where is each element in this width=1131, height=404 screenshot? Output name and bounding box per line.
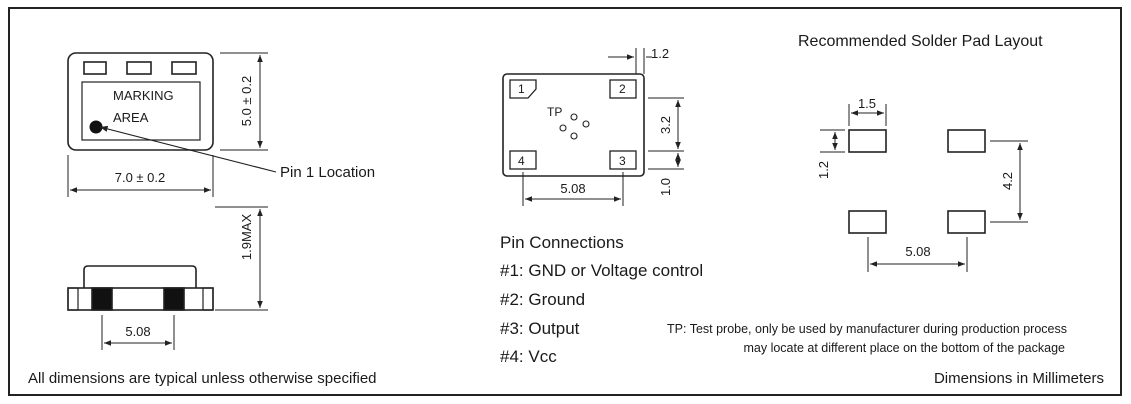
solder-pad-title: Recommended Solder Pad Layout [798, 33, 1043, 50]
tp-note-line-2: may locate at different place on the bot… [743, 341, 1065, 355]
top-pad-1 [83, 61, 107, 75]
height-dim-label: 5.0 ± 0.2 [239, 76, 254, 127]
pin1-location-label: Pin 1 Location [280, 164, 375, 181]
test-probe-point [559, 124, 567, 132]
side-terminal-right [163, 287, 185, 311]
side-base [67, 287, 214, 311]
drawing-frame [8, 7, 1122, 396]
pin-connection-item-2: #2: Ground [500, 290, 586, 309]
bottom-pad-3 [609, 150, 637, 170]
bottom-package-outline [502, 73, 645, 177]
solder-pad [947, 210, 986, 234]
pad-height-label: 1.0 [658, 178, 673, 196]
bottom-pad-4 [509, 150, 537, 170]
tp-label: TP [547, 105, 562, 119]
pin-number-3: 3 [619, 154, 626, 168]
pin-number-2: 2 [619, 82, 626, 96]
pad-h-label: 1.2 [816, 161, 831, 179]
pin-connections-title: Pin Connections [500, 233, 624, 252]
solder-pad [947, 129, 986, 153]
side-body-top [83, 265, 197, 288]
marking-area-box [81, 81, 201, 141]
pad-width-label: 1.2 [651, 46, 669, 61]
marking-label-1: MARKING [113, 88, 174, 103]
test-probe-point [570, 132, 578, 140]
pin1-dot [89, 120, 103, 134]
units-note: Dimensions in Millimeters [933, 370, 1104, 387]
solder-pad [848, 210, 887, 234]
width-dim-label: 7.0 ± 0.2 [115, 170, 166, 185]
top-pad-3 [171, 61, 197, 75]
footer-note: All dimensions are typical unless otherw… [28, 370, 377, 387]
pitch-v-label: 4.2 [1000, 172, 1015, 190]
side-end-cap-right [202, 287, 214, 311]
marking-label-2: AREA [113, 110, 149, 125]
solder-pad [848, 129, 887, 153]
side-terminal-left [91, 287, 113, 311]
test-probe-point [570, 113, 578, 121]
pin-connection-item-1: #1: GND or Voltage control [500, 261, 704, 280]
solder-pad-layout [820, 104, 1028, 272]
tp-note-line-1: TP: Test probe, only be used by manufact… [667, 322, 1067, 336]
pitch-h-label: 5.08 [905, 244, 930, 259]
pin-connection-item-3: #3: Output [500, 319, 580, 338]
side-pitch-label: 5.08 [125, 324, 150, 339]
side-height-label: 1.9MAX [239, 214, 254, 261]
side-view [67, 206, 268, 350]
pad-pitch-v-label: 3.2 [658, 116, 673, 134]
top-view [67, 52, 277, 197]
bottom-view [502, 48, 684, 206]
package-outline [67, 52, 214, 151]
pin-number-4: 4 [518, 154, 525, 168]
pin1-leader [99, 125, 277, 173]
top-pad-2 [126, 61, 152, 75]
test-probe-point [582, 120, 590, 128]
pin-connection-item-4: #4: Vcc [500, 347, 557, 366]
bottom-pad-2 [609, 79, 637, 99]
bottom-pad-1 [509, 79, 537, 99]
pad-pitch-h-label: 5.08 [560, 181, 585, 196]
pad-w-label: 1.5 [858, 96, 876, 111]
pin-number-1: 1 [518, 82, 525, 96]
side-end-cap-left [67, 287, 79, 311]
